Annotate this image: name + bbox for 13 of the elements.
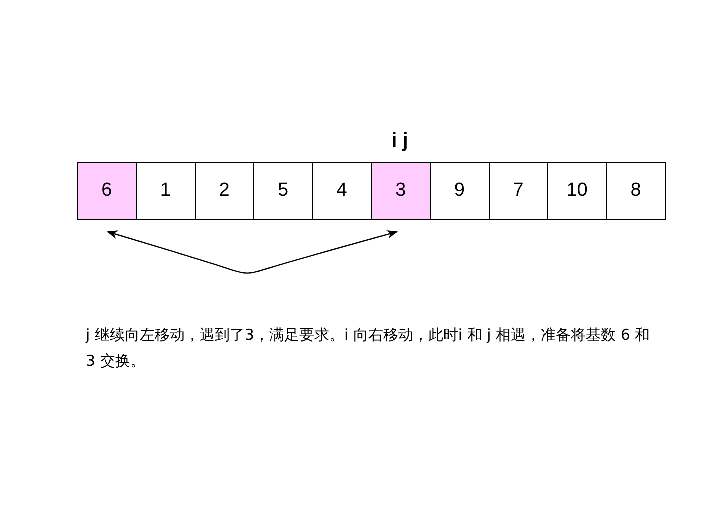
array-cell: 5 [253,162,314,220]
array-cell: 10 [547,162,608,220]
array-cell: 2 [194,162,254,220]
array-cell: 9 [430,162,490,220]
description-text: j 继续向左移动，遇到了3，满足要求。i 向右移动，此时i 和 j 相遇，准备将基数 6 和 3 交换。 [86,325,652,372]
array-cell: 4 [312,162,372,220]
array-cell: 8 [606,162,666,220]
array-cell: 6 [77,162,137,220]
array-cell: 3 [371,162,431,220]
array-cell: 7 [488,162,548,220]
arrow [106,230,398,274]
pointer-label: i j [390,129,410,154]
array-cell: 1 [136,162,196,220]
